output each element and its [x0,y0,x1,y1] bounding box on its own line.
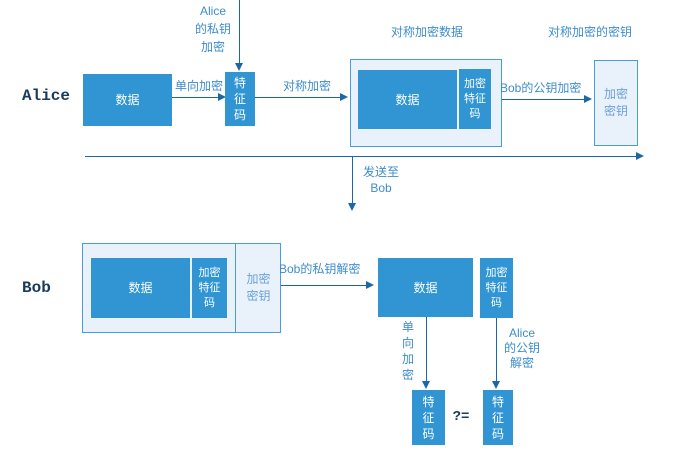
arrowhead-right-icon [218,93,226,101]
bob-pubkey-encrypt-label: Bob的公钥加密 [500,81,582,95]
bob-data-box: 数据 [378,258,473,317]
oneway-encrypt-label-top: 单向加密 [174,79,223,93]
alice-pubkey-decrypt-note: Alice 的公钥 解密 [503,326,540,370]
sym-encrypt-label: 对称加密 [282,79,331,93]
received-enc-key-label: 加密 密钥 [246,272,271,303]
sym-data-inner-digest-box: 加密 特征 码 [459,69,491,129]
bob-enc-digest-box: 加密 特征 码 [480,258,513,318]
bob-privkey-arrow-line [281,285,366,286]
digest-computed-box: 特 征 码 [412,390,445,445]
actor-label-bob: Bob [22,279,51,297]
sym-encrypt-arrow-line [255,97,340,98]
arrowhead-right-icon [340,93,348,101]
arrowhead-right-icon [366,281,374,289]
bob-privkey-decrypt-label: Bob的私钥解密 [279,262,361,276]
arrowhead-down-icon [422,381,430,389]
received-digest-box: 加密 特征 码 [192,258,227,318]
sym-data-inner-data-box: 数据 [358,70,457,129]
compare-equals-label: ?= [452,409,470,425]
timeline-arrow-line [85,156,636,157]
oneway-encrypt-label-bottom: 单 向 加 密 [401,320,414,382]
oneway-hash-arrow-line [426,317,427,381]
alice-digest-box: 特 征 码 [225,72,255,126]
arrowhead-down-icon [492,381,500,389]
actor-label-alice: Alice [22,87,71,105]
alice-pubkey-decrypt-arrow-line [496,318,497,381]
oneway-arrow-line [172,97,219,98]
send-to-bob-label: 发送至 Bob [362,165,399,195]
bob-pubkey-arrow-line [502,99,584,100]
arrowhead-down-icon [235,63,243,71]
privkey-sign-arrow-line [239,0,240,63]
enc-key-box [594,60,638,146]
sym-data-title: 对称加密数据 [390,25,463,39]
alice-privkey-note: Alice 的私钥 加密 [194,4,231,54]
sym-key-title: 对称加密的密钥 [547,25,632,39]
enc-key-box-label: 加密 密钥 [603,87,628,118]
digest-decrypted-box: 特 征 码 [483,390,513,445]
arrowhead-right-icon [636,152,644,160]
received-package-divider [235,244,236,332]
send-branch-arrow-line [352,157,353,203]
arrowhead-down-icon [348,203,356,211]
received-data-box: 数据 [91,258,190,318]
alice-data-box: 数据 [83,74,172,126]
arrowhead-right-icon [584,95,592,103]
